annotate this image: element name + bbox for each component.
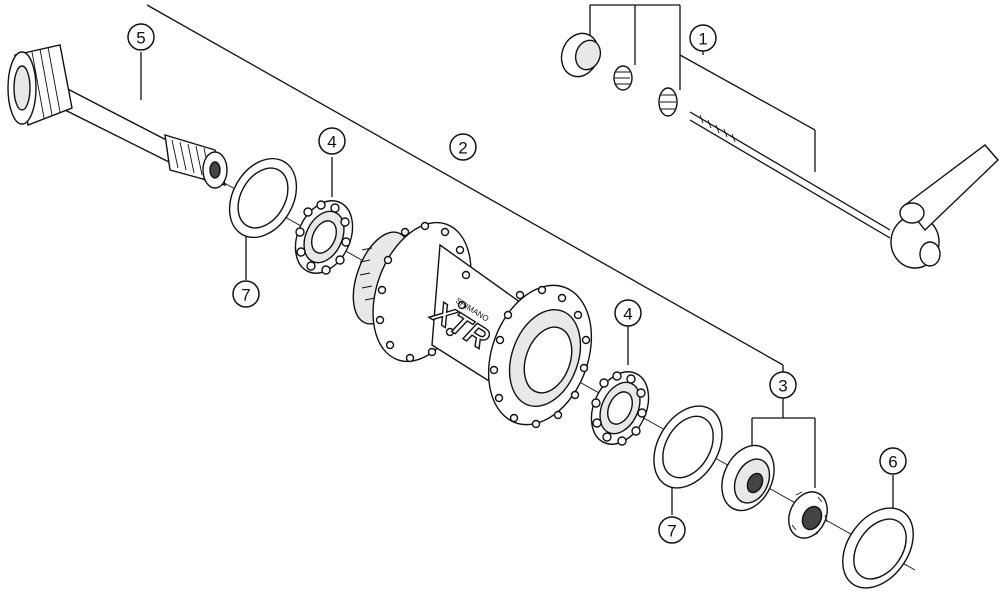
shim-ring-right	[653, 405, 723, 489]
callout-4-left-label: 4	[327, 133, 336, 152]
quick-release	[560, 32, 999, 269]
callout-4-right: 4	[614, 299, 642, 327]
bearing-left	[294, 200, 354, 275]
bracket-2	[146, 4, 784, 372]
bearing-right	[590, 371, 650, 446]
dust-cap	[842, 507, 914, 589]
callout-1: 1	[689, 24, 717, 52]
callout-5: 5	[127, 23, 155, 51]
callout-7-right: 7	[658, 516, 686, 544]
callout-7-left-label: 7	[241, 286, 250, 305]
callout-4-right-label: 4	[623, 305, 632, 324]
cone-nut	[721, 444, 775, 512]
callout-2-label: 2	[458, 139, 467, 158]
callout-1-label: 1	[698, 30, 707, 49]
bracket-3	[751, 398, 816, 488]
bracket-4	[331, 157, 629, 365]
callout-7-right-label: 7	[667, 522, 676, 541]
hub-body: SHIMANO XTR	[352, 221, 593, 429]
callout-5-label: 5	[136, 29, 145, 48]
callout-2: 2	[449, 133, 477, 161]
shim-ring-left	[228, 157, 298, 239]
axle	[7, 44, 228, 189]
callout-6: 6	[879, 447, 907, 475]
callout-3-label: 3	[778, 377, 787, 396]
callout-3: 3	[769, 371, 797, 399]
lock-nut	[788, 491, 828, 539]
callout-7-left: 7	[232, 280, 260, 308]
callout-6-label: 6	[888, 453, 897, 472]
bracket-1	[589, 4, 816, 172]
callout-4-left: 4	[318, 127, 346, 155]
